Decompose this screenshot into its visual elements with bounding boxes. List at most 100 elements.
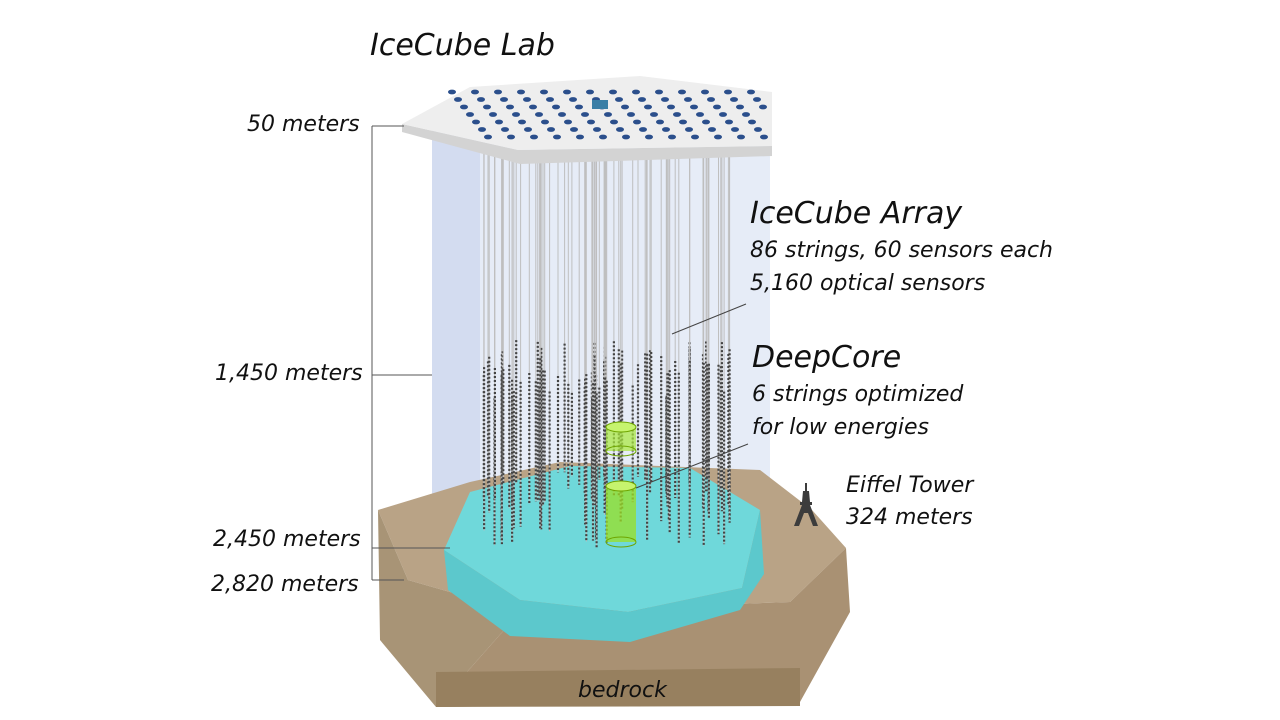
sensor-hole (667, 104, 675, 110)
sensor-hole (581, 112, 589, 117)
sensor-hole (495, 119, 503, 125)
icecube-array-line1: 86 strings, 60 sensors each (750, 238, 1053, 263)
sensor-hole (701, 89, 709, 95)
sensor-hole (725, 119, 733, 125)
sensor-hole (753, 97, 761, 102)
sensor-hole (714, 134, 722, 140)
deep-ice-side (444, 510, 764, 642)
depth-label-2450: 2,450 meters (213, 527, 361, 552)
sensor-hole (454, 97, 462, 102)
bedrock-side-left (378, 510, 520, 707)
sensor-hole (558, 112, 566, 117)
sensor-hole (563, 89, 571, 95)
sensor-hole (609, 89, 617, 95)
sensor-hole (501, 127, 509, 132)
sensor-hole (587, 119, 595, 125)
depth-label-50: 50 meters (247, 112, 360, 137)
deepcore-heading: DeepCore (752, 340, 902, 375)
sensor-hole (754, 127, 762, 132)
deepcore-line1: 6 strings optimized (752, 382, 964, 407)
sensor-hole (691, 134, 699, 140)
sensor-hole (472, 119, 480, 125)
sensor-hole (633, 119, 641, 125)
sensor-hole (506, 104, 514, 110)
sensor-hole (530, 134, 538, 140)
sensor-hole (483, 104, 491, 110)
sensor-hole (484, 134, 492, 140)
sensor-hole (736, 104, 744, 110)
sensor-hole (639, 127, 647, 132)
depth-label-2820: 2,820 meters (211, 572, 359, 597)
sensor-hole (570, 127, 578, 132)
sensor-hole (742, 112, 750, 117)
sensor-hole (645, 134, 653, 140)
deepcore-lower-top (605, 480, 637, 492)
sensor-hole (553, 134, 561, 140)
sensor-hole (494, 89, 502, 95)
sensor-hole (719, 112, 727, 117)
sensor-hole (708, 127, 716, 132)
sensor-hole (552, 104, 560, 110)
sensor-hole (644, 104, 652, 110)
sensor-hole (593, 127, 601, 132)
icecube-array-line2: 5,160 optical sensors (750, 271, 986, 296)
sensor-hole (638, 97, 646, 102)
sensor-hole (529, 104, 537, 110)
sensor-hole (477, 97, 485, 102)
bedrock-label: bedrock (578, 678, 667, 703)
deepcore-callout-line (635, 443, 749, 489)
deepcore-lower-bottom (605, 536, 637, 548)
sensor-hole (685, 127, 693, 132)
surface-plate-side (402, 124, 772, 164)
sensor-hole (679, 119, 687, 125)
sensor-hole (610, 119, 618, 125)
sensor-hole (713, 104, 721, 110)
sensor-hole (586, 89, 594, 95)
sensor-hole (627, 112, 635, 117)
sensor-hole (690, 104, 698, 110)
sensor-hole (535, 112, 543, 117)
sensor-hole (576, 134, 584, 140)
sensor-hole (724, 89, 732, 95)
sensor-hole (747, 89, 755, 95)
sensor-hole (604, 112, 612, 117)
array-callout-line (671, 303, 747, 335)
sensor-hole (546, 97, 554, 102)
sensor-hole (678, 89, 686, 95)
icecube-lab-building (592, 100, 608, 109)
icecube-array-heading: IceCube Array (750, 196, 963, 231)
sensor-hole (500, 97, 508, 102)
depth-label-1450: 1,450 meters (215, 361, 363, 386)
sensor-hole (650, 112, 658, 117)
sensor-hole (730, 97, 738, 102)
sensor-hole (696, 112, 704, 117)
deepcore-lower (606, 486, 636, 542)
sensor-hole (466, 112, 474, 117)
icecube-lab-title: IceCube Lab (370, 28, 555, 63)
sensor-hole (656, 119, 664, 125)
sensor-hole (471, 89, 479, 95)
sensor-hole (616, 127, 624, 132)
sensor-hole (632, 89, 640, 95)
sensor-hole (748, 119, 756, 125)
sensor-hole (569, 97, 577, 102)
eiffel-tower-label: Eiffel Tower (846, 473, 974, 498)
depth-scale (371, 125, 450, 581)
eiffel-tower-height: 324 meters (846, 505, 973, 530)
sensor-hole (575, 104, 583, 110)
sensor-hole (507, 134, 515, 140)
sensor-hole (661, 97, 669, 102)
deepcore-upper-bottom (605, 445, 637, 457)
sensor-hole (731, 127, 739, 132)
sensor-hole (707, 97, 715, 102)
sensor-hole (655, 89, 663, 95)
sensor-hole (518, 119, 526, 125)
sensor-hole (662, 127, 670, 132)
sensor-hole (622, 134, 630, 140)
sensor-hole (668, 134, 676, 140)
deep-ice-top (444, 466, 760, 612)
sensor-hole (460, 104, 468, 110)
sensor-hole (737, 134, 745, 140)
sensor-hole (702, 119, 710, 125)
